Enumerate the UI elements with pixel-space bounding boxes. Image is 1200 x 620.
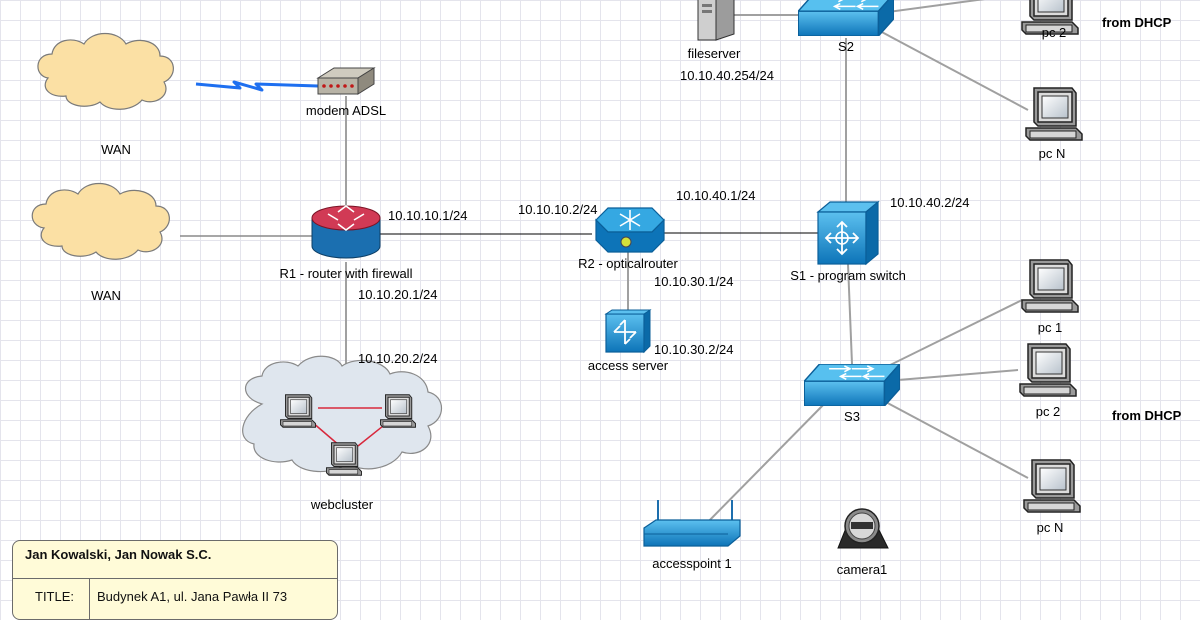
s3-label: S3: [844, 409, 860, 424]
pc-label: pc N: [1036, 520, 1064, 535]
pc-icon[interactable]: [1023, 459, 1081, 513]
ip-address-label: 10.10.10.1/24: [388, 208, 468, 223]
title-block-divider: [89, 579, 90, 619]
ip-address-label: 10.10.30.2/24: [654, 342, 734, 357]
cluster-link: [311, 421, 341, 447]
dhcp-note: from DHCP: [1112, 408, 1182, 423]
link-s2-pcn: [877, 29, 1029, 111]
accesspoint-label: accesspoint 1: [652, 556, 732, 571]
pc-icon[interactable]: [1021, 259, 1079, 313]
title-block-authors: Jan Kowalski, Jan Nowak S.C.: [25, 547, 212, 562]
pc-label: pc 2: [1041, 25, 1067, 40]
modem-icon[interactable]: [316, 67, 376, 95]
server-tower-icon[interactable]: [697, 0, 735, 41]
wan-left-label: WAN: [91, 288, 121, 303]
network-diagram: [31, 0, 1083, 549]
link-s3-accesspoint: [699, 397, 831, 531]
webcluster-label: webcluster: [310, 497, 374, 512]
r2-label: R2 - opticalrouter: [578, 256, 678, 271]
ip-address-label: 10.10.20.1/24: [358, 287, 438, 302]
access-point-icon[interactable]: [643, 500, 741, 547]
switch-s3-icon[interactable]: [804, 364, 900, 406]
cluster-pc-icon: [380, 394, 416, 428]
cluster-pc-icon: [280, 394, 316, 428]
s2-label: S2: [838, 39, 854, 54]
ip-address-label: 10.10.40.1/24: [676, 188, 756, 203]
multilayer-switch-icon[interactable]: [816, 200, 880, 266]
ip-address-label: 10.10.40.254/24: [680, 68, 774, 83]
link-s3-pcn: [881, 399, 1029, 479]
camera-label: camera1: [836, 562, 888, 577]
switch-s2-icon[interactable]: [798, 0, 894, 36]
cluster-pc-icon: [326, 442, 362, 476]
lightning-link-icon: [195, 80, 319, 92]
pc-label: pc 2: [1035, 404, 1061, 419]
camera-icon[interactable]: [837, 508, 889, 549]
access-server-label: access server: [587, 358, 669, 373]
dhcp-note: from DHCP: [1102, 15, 1172, 30]
router-icon[interactable]: [311, 205, 381, 259]
link-s2-pc2: [887, 0, 985, 13]
fileserver-label: fileserver: [687, 46, 741, 61]
access-server-icon[interactable]: [604, 309, 652, 354]
modem-label: modem ADSL: [305, 103, 387, 118]
ip-address-label: 10.10.30.1/24: [654, 274, 734, 289]
r1-label: R1 - router with firewall: [279, 266, 413, 281]
s1-label: S1 - program switch: [790, 268, 906, 283]
links: [180, 0, 1029, 531]
webcluster-cloud-icon: [242, 355, 443, 473]
pc-icon[interactable]: [1019, 343, 1077, 397]
wan-cloud-left-icon: [31, 182, 170, 260]
title-block: Jan Kowalski, Jan Nowak S.C. TITLE: Budy…: [12, 540, 338, 620]
ip-address-label: 10.10.40.2/24: [890, 195, 970, 210]
pc-label: pc N: [1038, 146, 1066, 161]
pc-label: pc 1: [1037, 320, 1063, 335]
wan-cloud-top-icon: [37, 32, 174, 110]
optical-router-icon[interactable]: [595, 207, 665, 253]
ip-address-label: 10.10.10.2/24: [518, 202, 598, 217]
link-s1-s3: [847, 263, 853, 365]
title-block-value: Budynek A1, ul. Jana Pawła II 73: [97, 589, 288, 604]
title-block-key: TITLE:: [35, 589, 75, 604]
link-s3-pc2: [897, 369, 1019, 381]
ip-address-label: 10.10.20.2/24: [358, 351, 438, 366]
title-block-row: TITLE: Budynek A1, ul. Jana Pawła II 73: [13, 578, 337, 619]
wan-top-label: WAN: [101, 142, 131, 157]
pc-icon[interactable]: [1025, 87, 1083, 141]
link-s3-pc1: [879, 299, 1023, 371]
